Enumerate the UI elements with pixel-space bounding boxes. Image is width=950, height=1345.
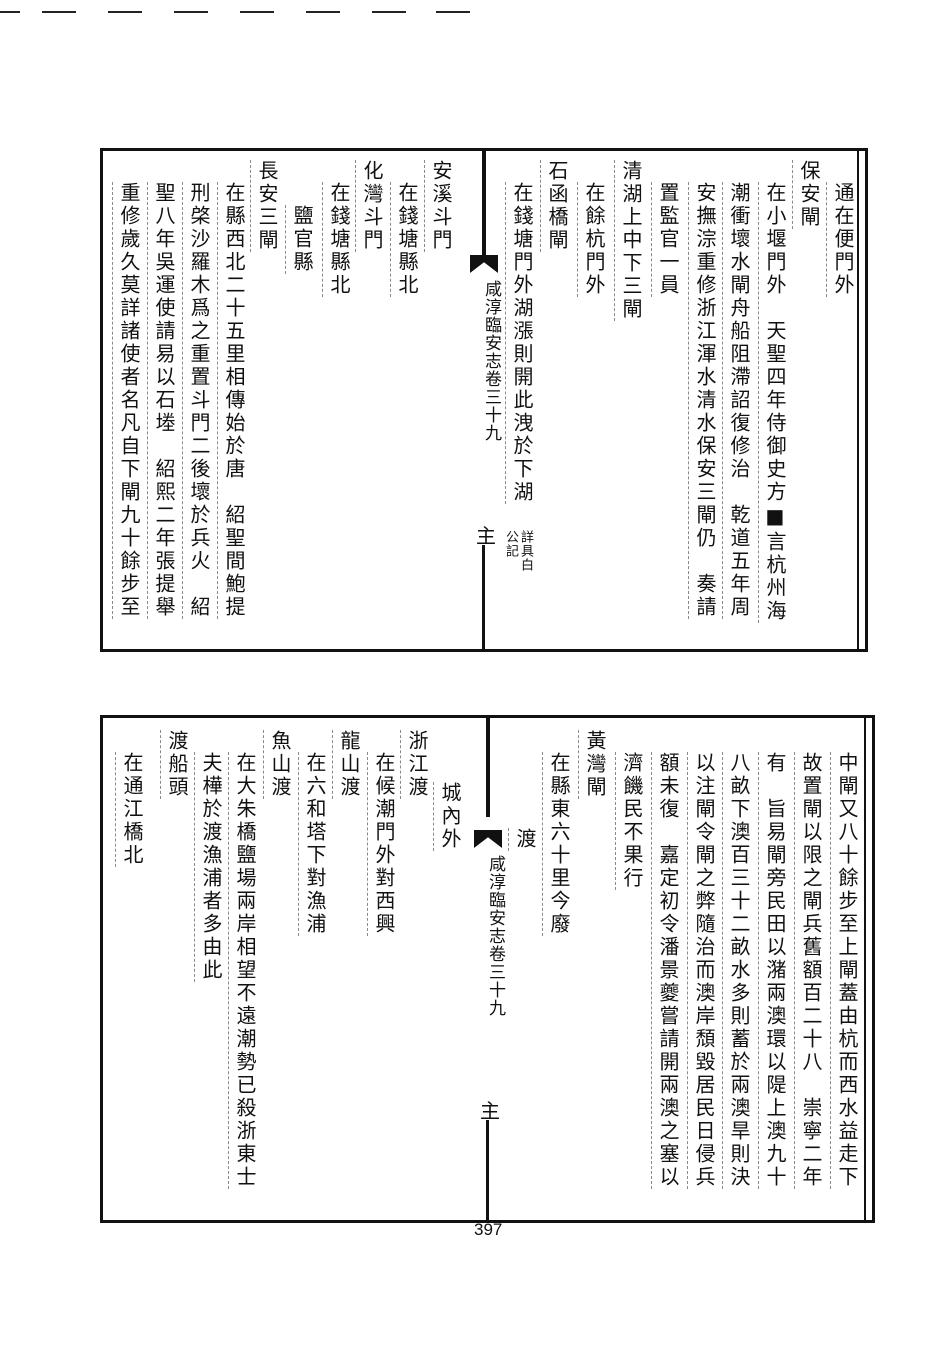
- text-column: 在錢塘門外湖漲則開此洩於下湖: [505, 182, 539, 504]
- scan-mark: [108, 11, 142, 13]
- text-column: 夫樺於渡漁浦者多由此: [194, 752, 228, 982]
- text-column: 在小堰門外 天聖四年侍御史方■言杭州海: [758, 182, 792, 623]
- text-column: 在六和塔下對漁浦: [298, 752, 332, 936]
- heading-column: 清湖上中下三閘: [614, 160, 648, 321]
- heading-column: 浙江渡: [400, 730, 434, 799]
- scan-mark: [42, 11, 76, 13]
- text-column: 在大朱橋鹽場兩岸相望不遠潮勢已殺浙東士: [228, 752, 262, 1189]
- heading-column: 長安三閘: [250, 160, 284, 252]
- text-column: 重修歲久莫詳諸使者名凡自下閘九十餘步至: [112, 182, 146, 619]
- fold-black-bar: [482, 150, 486, 255]
- subheading-column: 城內外: [433, 782, 467, 851]
- text-column: 故置閘以限之閘兵舊額百二十八 崇寧二年: [794, 752, 828, 1189]
- book-title: 咸淳臨安志卷三十九: [481, 280, 501, 442]
- frame-inner-rule: [864, 717, 866, 1221]
- text-column: 在通江橋北: [115, 752, 149, 867]
- heading-column: 保安閘: [792, 160, 826, 229]
- heading-column: 魚山渡: [263, 730, 297, 799]
- text-column: 八畝下澳百三十二畝水多則蓄於兩澳旱則決: [722, 752, 756, 1189]
- scan-mark: [240, 11, 274, 13]
- book-title: 咸淳臨安志卷三十九: [485, 855, 505, 1017]
- heading-column: 黃灣閘: [578, 730, 612, 799]
- heading-column: 安溪斗門: [424, 160, 458, 252]
- text-column: 有 旨易閘旁民田以潴兩澳環以隄上澳九十: [758, 752, 792, 1189]
- text-column: 在縣西北二十五里相傳始於唐 紹聖間鮑提: [217, 182, 251, 619]
- leaf-number: 主: [480, 1099, 500, 1123]
- heading-column: 渡船頭: [160, 730, 194, 799]
- frame-inner-rule: [857, 150, 859, 650]
- text-column: 額未復 嘉定初令潘景夔嘗請開兩澳之塞以: [651, 752, 685, 1189]
- page-number: 397: [474, 1220, 503, 1239]
- heading-column: 龍山渡: [332, 730, 366, 799]
- text-column: 在候潮門外對西興: [367, 752, 401, 936]
- text-column: 濟饑民不果行: [615, 752, 649, 890]
- text-column: 中閘又八十餘步至上閘蓋由杭而西水益走下: [830, 752, 864, 1189]
- annotation: 公記: [503, 530, 518, 558]
- heading-column: 化灣斗門: [355, 160, 389, 252]
- subheading-column: 鹽官縣: [285, 205, 319, 274]
- fold-black-bar: [486, 1120, 489, 1222]
- text-column: 置監官一員: [651, 182, 685, 297]
- text-column: 在餘杭門外: [577, 182, 611, 297]
- scan-mark: [372, 11, 406, 13]
- text-column: 潮衝壞水閘舟船阻滯詔復修治 乾道五年周: [722, 182, 756, 619]
- text-column: 在錢塘縣北: [390, 182, 424, 297]
- text-column: 聖八年吳運使請易以石堘 紹熙二年張提舉: [147, 182, 181, 619]
- text-column: 通在便門外: [826, 182, 860, 297]
- text-column: 刑棨沙羅木爲之重置斗門二後壞於兵火 紹: [182, 182, 216, 619]
- scan-mark: [306, 11, 340, 13]
- scan-mark: [0, 11, 20, 13]
- scan-mark: [174, 11, 208, 13]
- text-column: 以注閘令閘之弊隨治而澳岸頹毀居民日侵兵: [687, 752, 721, 1189]
- scan-mark: [436, 11, 470, 13]
- text-column: 在縣東六十里今廢: [542, 752, 576, 936]
- heading-column: 石函橋閘: [540, 160, 574, 252]
- fold-black-bar: [482, 545, 485, 650]
- leaf-number: 主: [476, 524, 496, 548]
- fold-black-bar: [486, 717, 490, 817]
- text-column: 在錢塘縣北: [322, 182, 356, 297]
- section-heading: 渡: [508, 828, 542, 851]
- text-column: 安撫淙重修浙江渾水清水保安三閘仍 奏請: [688, 182, 722, 619]
- annotation: 詳具白: [518, 530, 533, 572]
- top-page-frame: [100, 148, 868, 652]
